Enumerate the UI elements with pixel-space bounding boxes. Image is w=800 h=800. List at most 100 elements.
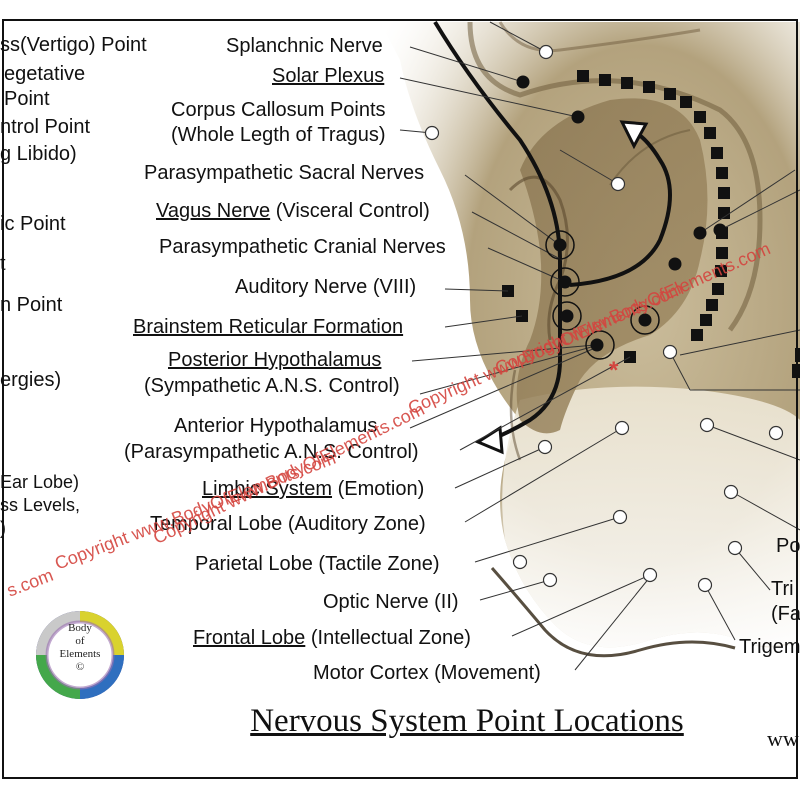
square-marker: [621, 77, 633, 89]
logo-word: Body: [68, 622, 92, 634]
square-marker: [599, 74, 611, 86]
square-marker: [712, 283, 724, 295]
filled-point-marker: [668, 257, 682, 271]
filled-point-marker: [560, 309, 574, 323]
square-marker: [715, 265, 727, 277]
label-optic-nerve: Optic Nerve (II): [323, 591, 459, 613]
square-marker: [680, 96, 692, 108]
lobe-edge: [490, 567, 736, 658]
helix-top: [498, 21, 701, 53]
site-fragment: ww: [767, 726, 799, 751]
left-cut-label: ntrol Point: [0, 116, 91, 138]
filled-point-marker: [558, 275, 572, 289]
label-parasympathetic-sacral: Parasympathetic Sacral Nerves: [144, 162, 425, 184]
label-motor-cortex: Motor Cortex (Movement): [313, 662, 541, 684]
inner-fold: [508, 175, 569, 341]
leader-lines: [399, 21, 800, 671]
filled-point-marker: [590, 338, 604, 352]
square-marker: [691, 329, 703, 341]
square-marker: [700, 314, 712, 326]
helix-square-chain: [502, 70, 800, 378]
filled-point-marker: [693, 226, 707, 240]
red-asterisk: *: [609, 357, 619, 384]
open-point-marker: [642, 567, 658, 583]
open-point-marker: [662, 344, 678, 360]
logo: [36, 611, 124, 699]
label-corpus-callosum-sub: (Whole Legth of Tragus): [171, 124, 386, 146]
open-point-marker: [768, 425, 784, 441]
left-cut-label: ergies): [0, 369, 62, 391]
label-vagus-nerve-note: (Visceral Control): [270, 200, 430, 222]
label-frontal-lobe-note: (Intellectual Zone): [305, 627, 471, 649]
open-point-marker: [614, 420, 630, 436]
left-cut-label: ): [0, 518, 6, 538]
left-cut-label: g Libido): [0, 143, 77, 165]
logo-text: Body of Elements ©: [38, 622, 122, 674]
left-cut-label: Point: [4, 88, 50, 110]
filled-point-marker: [638, 313, 652, 327]
page-title: Nervous System Point Locations: [250, 703, 684, 739]
arrow-head-up: [619, 120, 649, 150]
label-temporal-lobe: Temporal Lobe (Auditory Zone): [150, 513, 426, 535]
left-cut-label: ic Point: [0, 213, 66, 235]
left-cut-label: egetative: [4, 63, 86, 85]
square-marker: [716, 247, 728, 259]
left-cut-label: Ear Lobe): [0, 472, 80, 492]
label-vagus-nerve: Vagus Nerve (Visceral Control): [156, 200, 430, 222]
square-marker: [643, 81, 655, 93]
arrow-path-inner: [569, 130, 672, 287]
antihelix-crease: [609, 129, 691, 186]
open-point-marker: [537, 439, 553, 455]
open-point-marker: [424, 125, 440, 141]
concha: [516, 98, 708, 434]
label-limbic-system: Limbic System (Emotion): [202, 478, 424, 500]
square-marker: [694, 111, 706, 123]
left-cut-label: ss(Vertigo) Point: [0, 34, 147, 56]
label-posterior-hypothalamus-sub: (Sympathetic A.N.S. Control): [144, 375, 400, 397]
square-marker: [664, 88, 676, 100]
arrow-head-down: [474, 425, 504, 455]
helix-rim: [467, 21, 763, 332]
open-point-marker: [699, 417, 715, 433]
square-marker: [706, 299, 718, 311]
label-limbic-system-name: Limbic System: [202, 478, 333, 500]
label-solar-plexus: Solar Plexus: [272, 65, 385, 87]
right-cut-label: Po: [776, 535, 800, 557]
left-cut-label: t: [0, 253, 6, 275]
square-marker: [792, 364, 800, 378]
open-point-marker: [512, 554, 528, 570]
tragus-notch: [509, 369, 522, 461]
logo-word: ©: [75, 661, 85, 673]
filled-points: [516, 75, 727, 352]
open-point-marker: [612, 509, 628, 525]
logo-word: of: [75, 635, 85, 647]
label-frontal-lobe: Frontal Lobe (Intellectual Zone): [193, 627, 471, 649]
label-anterior-hypothalamus-sub: (Parasympathetic A.N.S. Control): [124, 441, 419, 463]
label-posterior-hypothalamus: Posterior Hypothalamus: [168, 349, 382, 371]
label-frontal-lobe-name: Frontal Lobe: [193, 627, 306, 649]
open-point-marker: [542, 572, 558, 588]
open-point-marker: [538, 44, 554, 60]
arrow-path-main: [433, 20, 563, 442]
square-marker: [704, 127, 716, 139]
ringed-points: [545, 230, 660, 360]
filled-point-marker: [553, 238, 567, 252]
label-corpus-callosum: Corpus Callosum Points: [171, 99, 386, 121]
square-marker: [577, 70, 589, 82]
open-points: [424, 44, 784, 593]
label-parasympathetic-cranial: Parasympathetic Cranial Nerves: [159, 236, 446, 258]
label-splanchnic-nerve: Splanchnic Nerve: [226, 35, 383, 57]
label-parietal-lobe: Parietal Lobe (Tactile Zone): [195, 553, 440, 575]
open-point-marker: [610, 176, 626, 192]
label-auditory-nerve: Auditory Nerve (VIII): [235, 276, 417, 298]
right-cut-label: (Fa: [771, 603, 800, 625]
square-marker: [711, 147, 723, 159]
filled-point-marker: [516, 75, 530, 89]
right-cut-label: Tri: [771, 578, 794, 600]
square-marker: [718, 207, 730, 219]
filled-point-marker: [713, 223, 727, 237]
label-anterior-hypothalamus: Anterior Hypothalamus: [174, 415, 378, 437]
logo-word: Elements: [59, 648, 101, 660]
label-vagus-nerve-name: Vagus Nerve: [156, 200, 271, 222]
